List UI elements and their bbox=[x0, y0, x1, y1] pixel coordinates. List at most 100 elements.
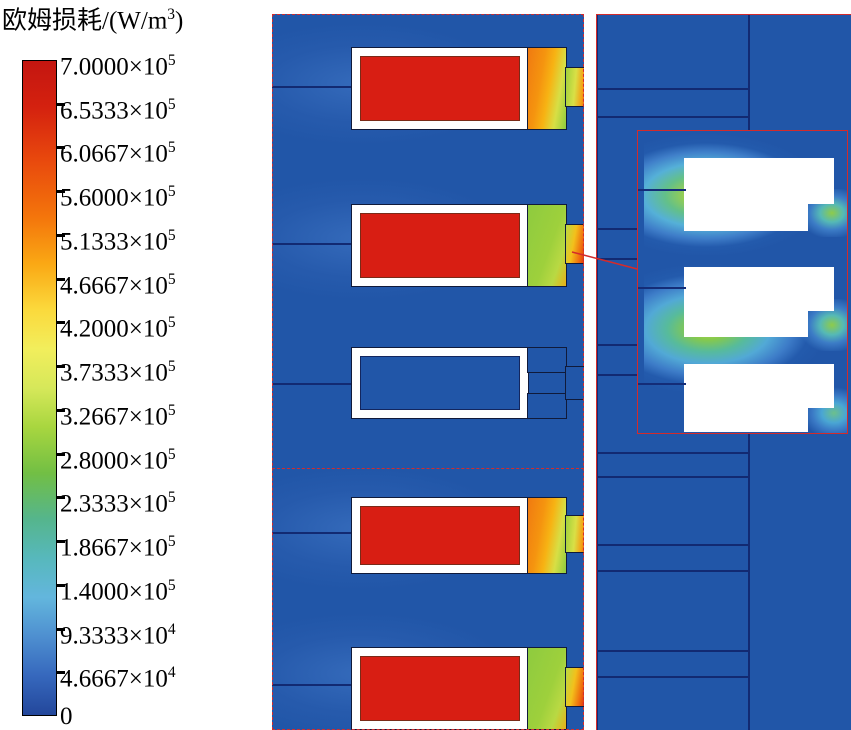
colorbar-tick-mantissa: 4.6667× bbox=[60, 665, 143, 693]
colorbar-tick-mark bbox=[56, 365, 65, 369]
colorbar-tick-mantissa: 0 bbox=[60, 703, 73, 730]
colorbar-tick-base: 10 bbox=[142, 621, 168, 649]
coil-assembly bbox=[351, 204, 529, 287]
colorbar-tick-label: 5.6000×105 bbox=[60, 179, 176, 210]
colorbar-tick-exponent: 5 bbox=[167, 183, 176, 201]
colorbar-tick-label: 2.8000×105 bbox=[60, 442, 176, 473]
coil-contact-tab bbox=[527, 204, 567, 287]
colorbar-tick-mantissa: 1.8667× bbox=[60, 534, 143, 562]
coil-contact-tab bbox=[527, 393, 567, 419]
colorbar-tick-label: 2.3333×105 bbox=[60, 485, 176, 516]
colorbar-title: 欧姆损耗/(W/m3) bbox=[2, 0, 183, 38]
colorbar-tick-mantissa: 5.1333× bbox=[60, 228, 143, 256]
colorbar-title-exponent: 3 bbox=[167, 6, 176, 23]
coil-contact-nub bbox=[565, 366, 584, 400]
coil-assembly bbox=[351, 497, 529, 574]
coil-contact-tab bbox=[527, 347, 567, 373]
coil-contact-nub bbox=[565, 224, 584, 264]
coil-conductor bbox=[360, 213, 520, 278]
colorbar-tick-mark bbox=[56, 452, 65, 456]
detail-block bbox=[684, 364, 808, 432]
colorbar-tick-mark bbox=[56, 627, 65, 631]
colorbar-tick-exponent: 4 bbox=[167, 620, 176, 638]
colorbar-tick-mark bbox=[56, 583, 65, 587]
colorbar-tick-exponent: 5 bbox=[167, 445, 176, 463]
colorbar-tick-mark bbox=[56, 496, 65, 500]
colorbar-gradient bbox=[22, 60, 57, 716]
mesh-line bbox=[272, 684, 358, 686]
colorbar-tick-mark bbox=[56, 102, 65, 106]
colorbar bbox=[22, 60, 65, 716]
mesh-line bbox=[272, 532, 358, 534]
colorbar-tick-base: 10 bbox=[142, 315, 168, 343]
coil-conductor bbox=[360, 56, 520, 121]
colorbar-tick-base: 10 bbox=[142, 271, 168, 299]
colorbar-tick-exponent: 5 bbox=[167, 270, 176, 288]
coil-assembly bbox=[351, 647, 529, 730]
colorbar-tick-mantissa: 6.5333× bbox=[60, 97, 143, 125]
colorbar-tick-mantissa: 5.6000× bbox=[60, 184, 143, 212]
colorbar-tick-mark bbox=[56, 146, 65, 150]
colorbar-tick-exponent: 5 bbox=[167, 139, 176, 157]
colorbar-tick-label: 4.6667×104 bbox=[60, 660, 176, 691]
colorbar-tick-label: 0 bbox=[60, 704, 73, 729]
colorbar-tick-mark bbox=[56, 408, 65, 412]
coil-contact-tab bbox=[527, 497, 567, 574]
mesh-line bbox=[272, 243, 358, 245]
mesh-line bbox=[638, 383, 686, 385]
colorbar-tick-mark bbox=[56, 321, 65, 325]
colorbar-tick-exponent: 5 bbox=[167, 358, 176, 376]
colorbar-tick-label: 4.2000×105 bbox=[60, 310, 176, 341]
colorbar-tick-label: 6.5333×105 bbox=[60, 92, 176, 123]
coil-conductor bbox=[360, 356, 520, 410]
detail-block bbox=[684, 158, 808, 231]
colorbar-tick-exponent: 4 bbox=[167, 664, 176, 682]
detail-block bbox=[684, 267, 808, 337]
colorbar-tick-base: 10 bbox=[142, 403, 168, 431]
colorbar-tick-exponent: 5 bbox=[167, 95, 176, 113]
colorbar-tick-exponent: 5 bbox=[167, 401, 176, 419]
colorbar-tick-mark bbox=[56, 277, 65, 281]
colorbar-tick-exponent: 5 bbox=[167, 52, 176, 69]
colorbar-tick-mark bbox=[56, 540, 65, 544]
colorbar-tick-mantissa: 1.4000× bbox=[60, 578, 143, 606]
colorbar-tick-mantissa: 3.2667× bbox=[60, 403, 143, 431]
colorbar-tick-exponent: 5 bbox=[167, 314, 176, 332]
colorbar-tick-mantissa: 4.6667× bbox=[60, 271, 143, 299]
colorbar-tick-label: 3.7333×105 bbox=[60, 354, 176, 385]
colorbar-tick-label: 9.3333×104 bbox=[60, 617, 176, 648]
mesh-line bbox=[272, 383, 358, 385]
colorbar-tick-mantissa: 2.8000× bbox=[60, 446, 143, 474]
mesh-line bbox=[596, 570, 749, 572]
colorbar-tick-base: 10 bbox=[142, 53, 168, 81]
colorbar-tick-exponent: 5 bbox=[167, 489, 176, 507]
colorbar-tick-exponent: 5 bbox=[167, 576, 176, 594]
coil-contact-nub bbox=[565, 515, 584, 553]
field-plot bbox=[272, 0, 851, 730]
colorbar-tick-mantissa: 6.0667× bbox=[60, 140, 143, 168]
colorbar-tick-mantissa: 7.0000× bbox=[60, 53, 143, 81]
colorbar-tick-mantissa: 3.7333× bbox=[60, 359, 143, 387]
magnified-detail-inset bbox=[637, 130, 848, 434]
mesh-line bbox=[596, 544, 749, 546]
mesh-line bbox=[596, 88, 749, 90]
colorbar-tick-label: 5.1333×105 bbox=[60, 223, 176, 254]
colorbar-tick-exponent: 5 bbox=[167, 533, 176, 551]
colorbar-tick-base: 10 bbox=[142, 578, 168, 606]
coil-conductor bbox=[360, 506, 520, 565]
coil-conductor bbox=[360, 656, 520, 721]
colorbar-tick-base: 10 bbox=[142, 140, 168, 168]
colorbar-title-tail: ) bbox=[175, 7, 184, 35]
colorbar-tick-label: 4.6667×105 bbox=[60, 267, 176, 298]
colorbar-tick-base: 10 bbox=[142, 184, 168, 212]
colorbar-tick-mantissa: 9.3333× bbox=[60, 621, 143, 649]
section-separator bbox=[272, 468, 584, 469]
mesh-line bbox=[272, 86, 358, 88]
coil-contact-tab bbox=[527, 47, 567, 130]
colorbar-tick-base: 10 bbox=[142, 534, 168, 562]
colorbar-tick-mark bbox=[56, 671, 65, 675]
colorbar-tick-exponent: 5 bbox=[167, 226, 176, 244]
mesh-line bbox=[596, 452, 749, 454]
colorbar-tick-label: 3.2667×105 bbox=[60, 398, 176, 429]
